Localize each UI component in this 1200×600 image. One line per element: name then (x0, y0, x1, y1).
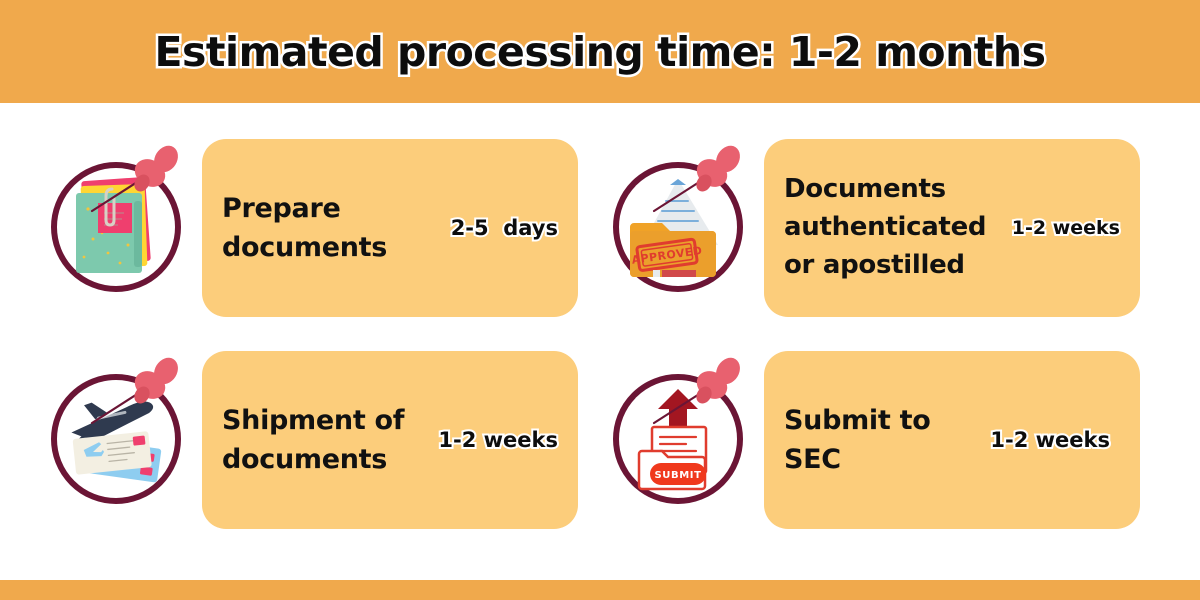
push-pin-icon (90, 145, 178, 213)
step-shipment-of-documents[interactable]: Shipment of documents 1-2 weeks (38, 329, 578, 541)
step-duration-badge: 1-2 weeks (436, 426, 560, 454)
step-card[interactable]: Shipment of documents 1-2 weeks (202, 351, 578, 529)
step-label: Submit to SEC (784, 404, 931, 475)
push-pin-icon (90, 357, 178, 425)
svg-text:SUBMIT: SUBMIT (654, 470, 701, 481)
footer-band (0, 580, 1200, 600)
step-card[interactable]: Documents authenticated or apostilled 1-… (764, 139, 1140, 317)
step-prepare-documents[interactable]: Prepare documents 2-5 days (38, 117, 578, 329)
airplane-tickets-icon (38, 339, 208, 519)
approved-folder-icon: APPROVED (600, 127, 770, 307)
folder-documents-icon (38, 127, 208, 307)
step-documents-authenticated[interactable]: APPROVED Documents authenticated or apos… (600, 117, 1140, 329)
step-label: Documents authenticated or apostilled (784, 174, 987, 280)
step-duration-badge: 1-2 weeks (1010, 215, 1122, 241)
step-duration-badge: 2-5 days (449, 214, 560, 242)
step-label: Shipment of documents (222, 404, 405, 475)
push-pin-icon (652, 145, 740, 213)
step-submit-to-sec[interactable]: SUBMIT Submit to SEC 1-2 weeks (600, 329, 1140, 541)
step-duration-badge: 1-2 weeks (988, 426, 1112, 454)
submit-upload-icon: SUBMIT (600, 339, 770, 519)
push-pin-icon (652, 357, 740, 425)
page-title: Estimated processing time: 1-2 months (152, 25, 1048, 78)
header-band (0, 0, 1200, 103)
step-card[interactable]: Submit to SEC 1-2 weeks (764, 351, 1140, 529)
steps-grid: Prepare documents 2-5 days (0, 103, 1200, 580)
step-label: Prepare documents (222, 192, 388, 263)
step-card[interactable]: Prepare documents 2-5 days (202, 139, 578, 317)
